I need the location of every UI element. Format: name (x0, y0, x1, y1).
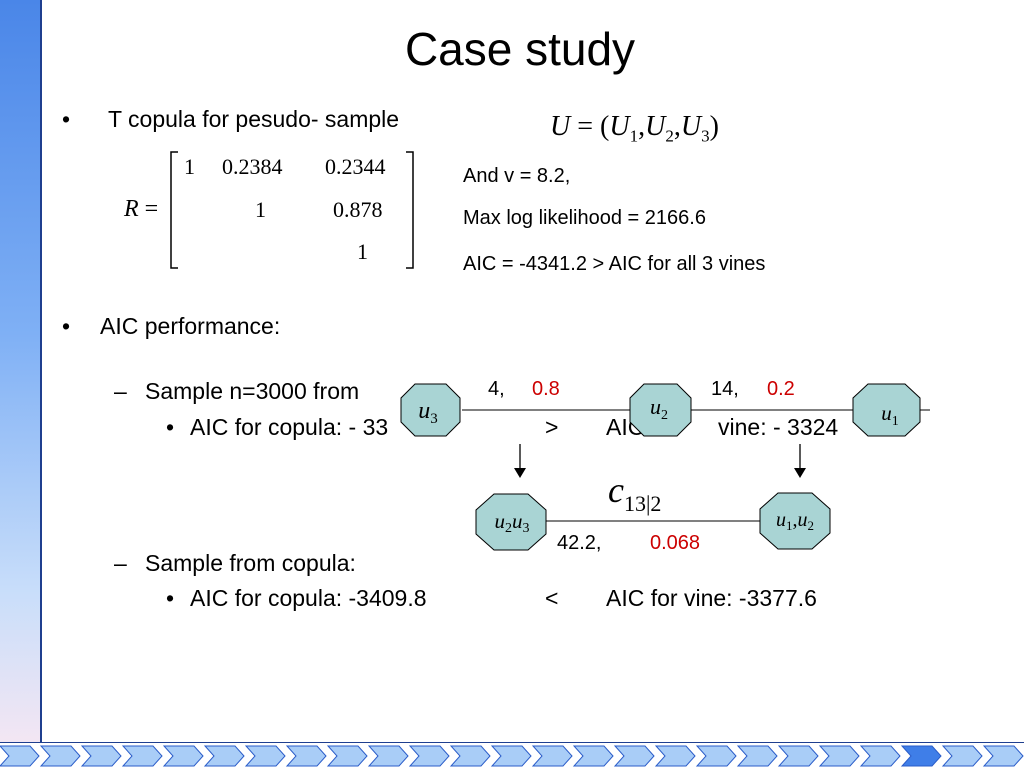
sample1-cmp: > (545, 414, 559, 440)
eq-sub1: 1 (629, 126, 639, 146)
bullet1-text: T copula for pesudo- sample (108, 106, 400, 132)
chevron-shape (654, 745, 696, 767)
eq-sub2: 2 (665, 126, 674, 146)
chevron-shape (244, 745, 286, 767)
vine-diagram: u3 u2 u1 u2u3 u1,u2 c13|2 (400, 383, 930, 551)
chevron-shape (203, 745, 245, 767)
matrix-r: R (124, 196, 139, 222)
matrix-brackets (170, 151, 414, 269)
chevron-shape (449, 745, 491, 767)
info-aic: AIC = -4341.2 > AIC for all 3 vines (463, 253, 766, 275)
edge1-num: 4, (488, 378, 505, 400)
edge1-val: 0.8 (532, 378, 560, 400)
dash-1: – (114, 378, 127, 404)
matrix-r2c3: 0.878 (333, 197, 383, 222)
bullet-marker-2: • (62, 313, 71, 339)
matrix-r1c1: 1 (184, 154, 195, 179)
chevron-shape (982, 745, 1024, 767)
cond-copula-label: c13|2 (608, 470, 661, 516)
node-u3: u3 (400, 383, 461, 437)
edge2-num: 14, (711, 378, 739, 400)
bullet-marker-1: • (62, 106, 71, 132)
matrix-r2c2: 1 (255, 197, 266, 222)
node-u2u3: u2u3 (475, 493, 547, 551)
chevron-shape (121, 745, 163, 767)
svg-text:u2u3: u2u3 (495, 509, 530, 536)
matrix-r1c2: 0.2384 (222, 154, 283, 179)
chevron-shape (285, 745, 327, 767)
info-v: And v = 8.2, (463, 165, 571, 187)
page-title: Case study (404, 23, 636, 75)
sample2-aic-vine: AIC for vine: -3377.6 (606, 585, 817, 611)
info-loglik: Max log likelihood = 2166.6 (463, 207, 706, 229)
chevron-shape (531, 745, 573, 767)
sample1-aic-copula: AIC for copula: - 33 (190, 414, 389, 440)
chevron-shape (941, 745, 983, 767)
matrix-eq: = (144, 196, 159, 222)
chevron-shape (162, 745, 204, 767)
matrix-r1c3: 0.2344 (325, 154, 386, 179)
bullet2-text: AIC performance: (100, 313, 281, 339)
sample2-cmp: < (545, 585, 559, 611)
eq-close-paren: ) (709, 111, 719, 142)
eq-sub3: 3 (701, 126, 710, 146)
bottom-chevron-strip (0, 742, 1024, 769)
chevron-shape (900, 745, 942, 767)
node-u1u2: u1,u2 (759, 492, 831, 550)
arrow-down-icon (514, 444, 526, 478)
chevron-shape (572, 745, 614, 767)
svg-text:u2: u2 (650, 394, 668, 423)
matrix-label: R = (124, 196, 158, 223)
chevron-shape (490, 745, 532, 767)
eq-u3: U (680, 111, 702, 142)
chevron-shape (777, 745, 819, 767)
node-u2: u2 (629, 383, 692, 437)
eq-u1: U (609, 111, 630, 142)
chevron-pattern (0, 745, 1024, 767)
chevron-shape (736, 745, 778, 767)
chevron-shape (367, 745, 409, 767)
u-vector-equation: U = (U1,U2,U3) (550, 111, 719, 147)
sample1-aic-vine: vine: - 3324 (718, 414, 839, 440)
eq-comma2: , (673, 111, 681, 142)
node-u1: u1 (852, 383, 921, 437)
chevron-shape (818, 745, 860, 767)
sample2-aic-copula: AIC for copula: -3409.8 (190, 585, 427, 611)
edge2-val: 0.2 (767, 378, 795, 400)
arrow-down-icon (794, 444, 806, 478)
svg-text:u1,u2: u1,u2 (776, 509, 814, 533)
sample1-label: Sample n=3000 from (145, 378, 360, 404)
dash-2: – (114, 550, 127, 576)
sidebar-decoration (0, 0, 42, 742)
chevron-shape (326, 745, 368, 767)
svg-text:u1: u1 (881, 401, 899, 429)
sub-bullet-1: • (166, 414, 175, 440)
chevron-shape (39, 745, 81, 767)
edge3-val: 0.068 (650, 532, 701, 554)
svg-text:u3: u3 (418, 398, 438, 427)
matrix-r3c3: 1 (357, 239, 368, 264)
eq-lhs: U (550, 111, 571, 142)
chevron-shape (0, 745, 40, 767)
edge3-num: 42.2, (557, 532, 602, 554)
eq-open-paren: ( (600, 111, 610, 142)
chevron-shape (80, 745, 122, 767)
chevron-shape (695, 745, 737, 767)
sample2-label: Sample from copula: (145, 550, 356, 576)
eq-sign: = (577, 111, 594, 142)
chevron-shape (408, 745, 450, 767)
eq-comma1: , (638, 111, 646, 142)
chevron-shape (859, 745, 901, 767)
sub-bullet-2: • (166, 585, 175, 611)
chevron-shape (613, 745, 655, 767)
eq-u2: U (645, 111, 666, 142)
